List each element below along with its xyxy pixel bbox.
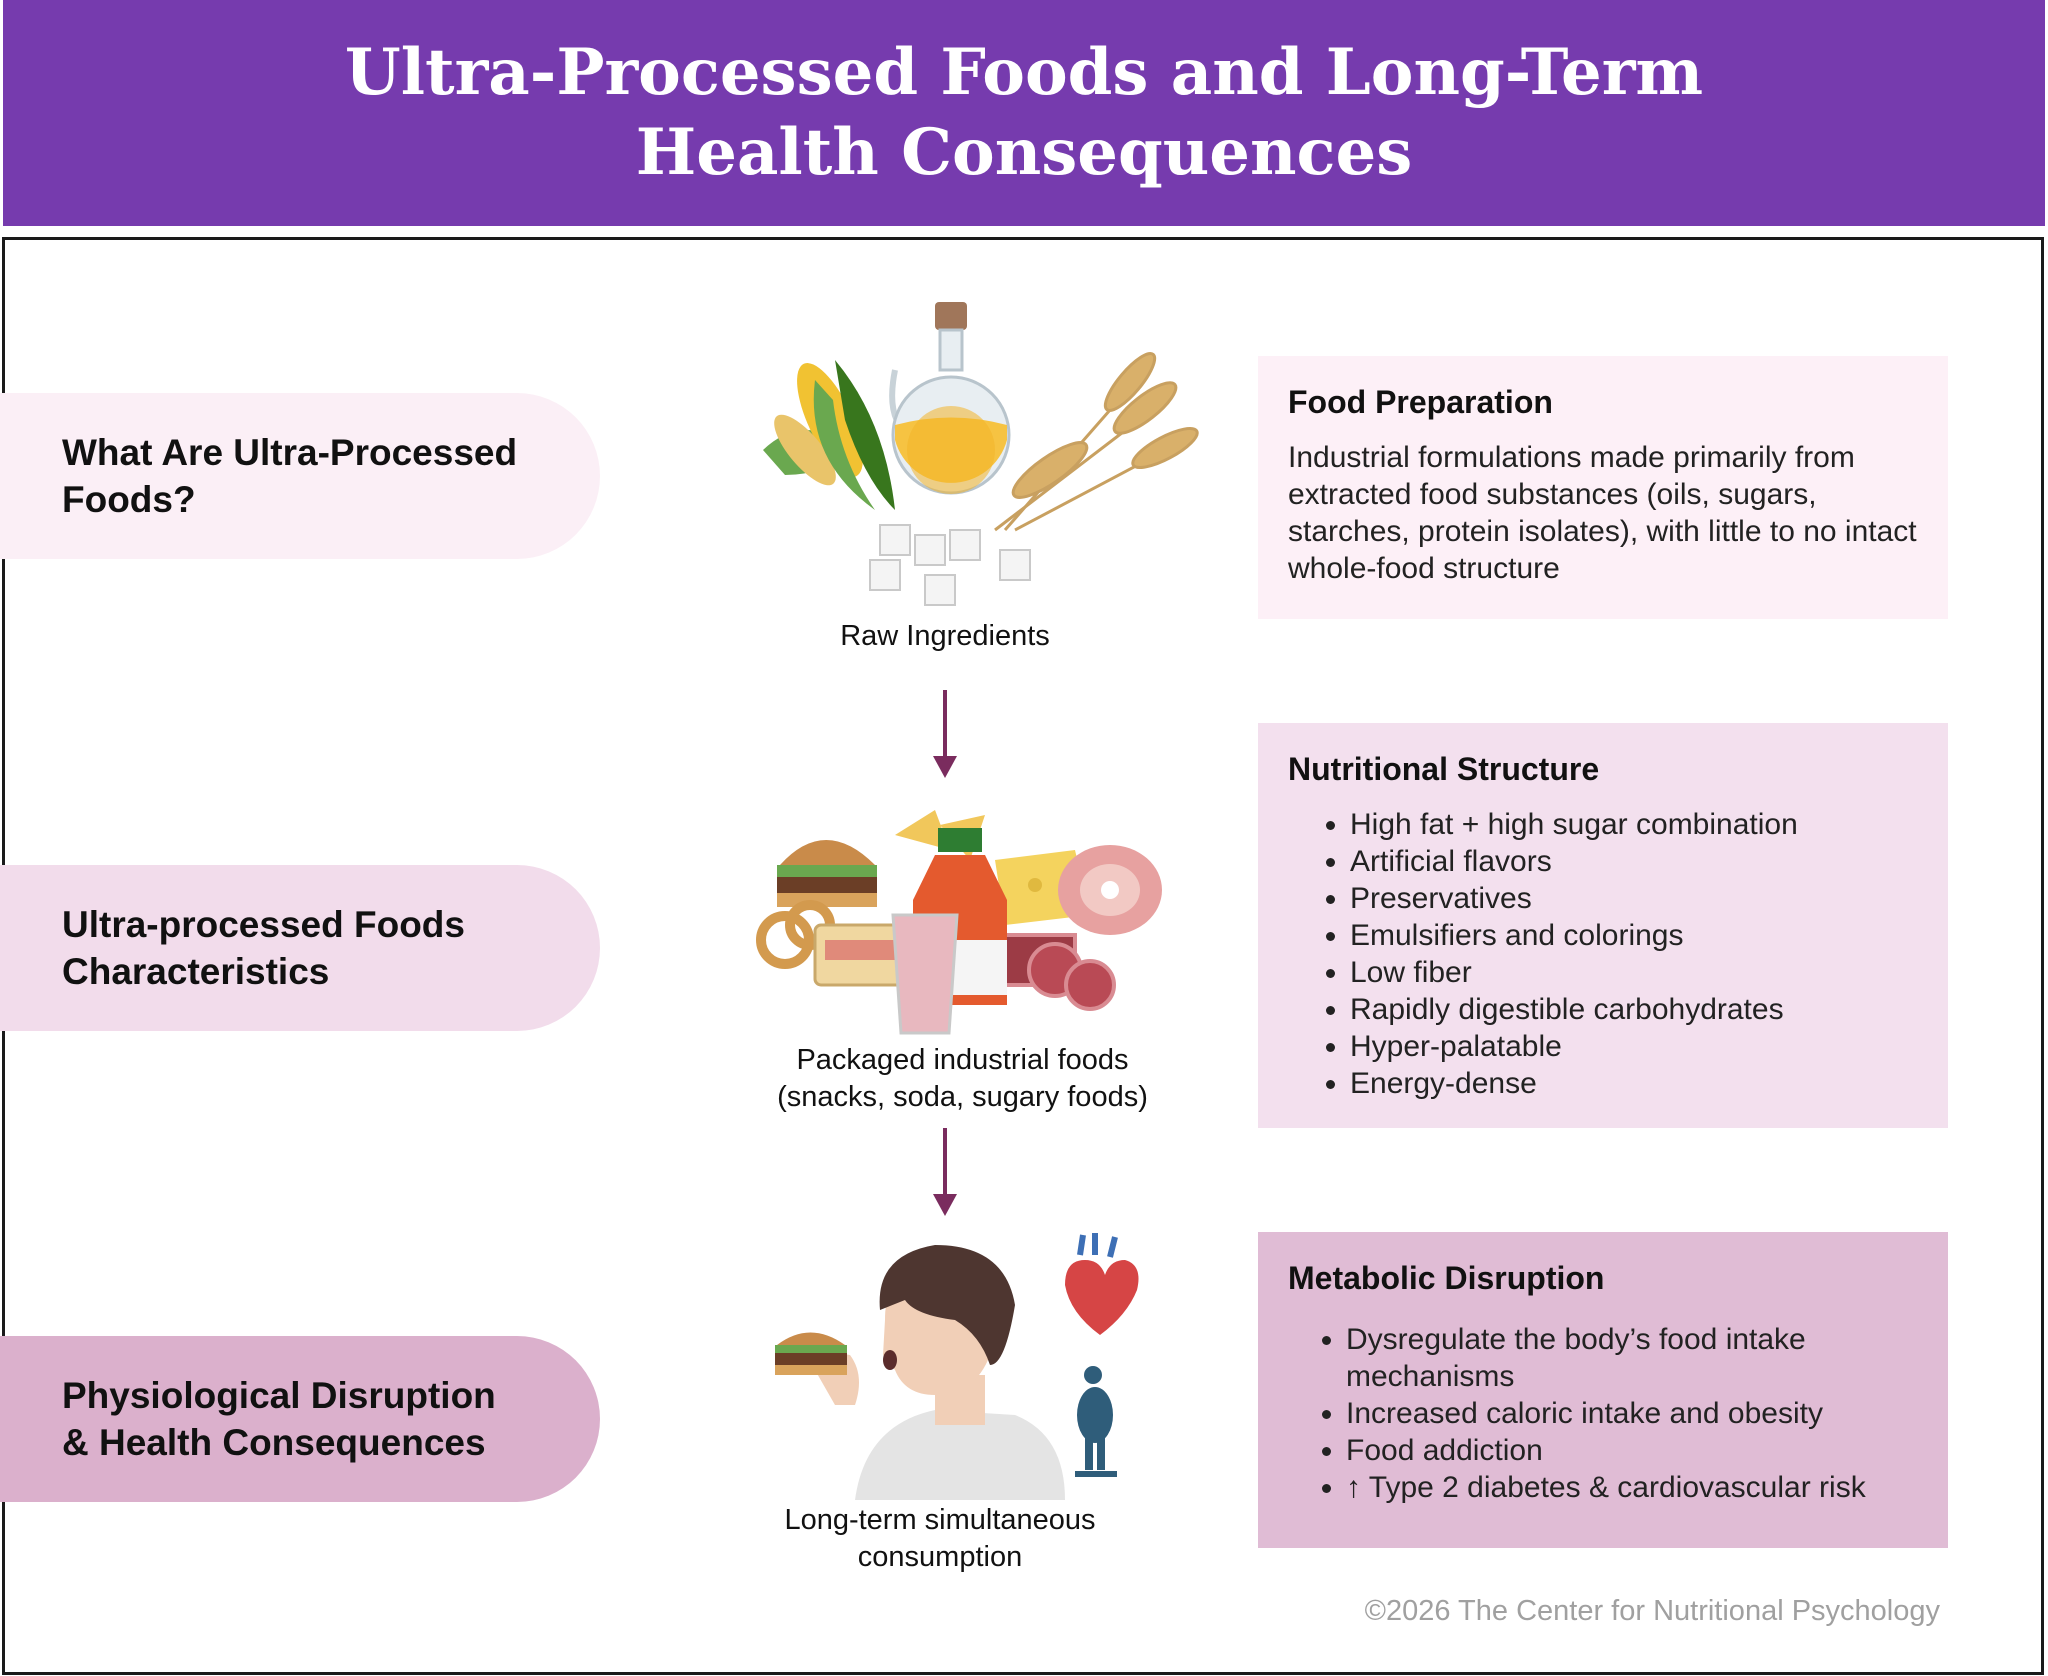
info-box-nutritional-structure: Nutritional Structure High fat + high su… — [1258, 723, 1948, 1128]
caption-line: consumption — [857, 1541, 1023, 1573]
heart-icon — [1065, 1233, 1139, 1335]
caption-line: Packaged industrial foods — [796, 1044, 1129, 1076]
ham-icon — [1058, 845, 1162, 935]
list-item: ↑ Type 2 diabetes & cardiovascular risk — [1346, 1469, 1918, 1506]
list-item: Rapidly digestible carbohydrates — [1350, 991, 1918, 1028]
salami-icon — [1003, 933, 1116, 1011]
pill-label: What Are Ultra-Processed Foods? — [62, 432, 518, 520]
copyright-notice: ©2026 The Center for Nutritional Psychol… — [1364, 1595, 1940, 1627]
box-text: Industrial formulations made primarily f… — [1288, 441, 1917, 585]
caption-line: (snacks, soda, sugary foods) — [777, 1081, 1148, 1113]
list-item: Preservatives — [1350, 880, 1918, 917]
box-title: Food Preparation — [1288, 384, 1553, 420]
list-item: Emulsifiers and colorings — [1350, 917, 1918, 954]
caption-packaged-foods: Packaged industrial foods (snacks, soda,… — [745, 1042, 1180, 1116]
caption-long-term-consumption: Long-term simultaneous consumption — [750, 1502, 1130, 1576]
info-box-food-preparation: Food Preparation Industrial formulations… — [1258, 356, 1948, 619]
burger-icon — [777, 840, 877, 907]
raw-ingredients-illustration — [763, 302, 1199, 606]
pill-label: Ultra-processed Foods Characteristics — [62, 904, 465, 992]
caption-line: Long-term simultaneous — [784, 1504, 1096, 1536]
section-pill-what-are-upf: What Are Ultra-Processed Foods? — [0, 393, 600, 559]
flow-arrow-2 — [933, 1128, 957, 1216]
pill-label: Physiological Disruption & Health Conseq… — [62, 1375, 496, 1463]
box-title: Metabolic Disruption — [1288, 1260, 1605, 1296]
sandwich-icon — [813, 923, 917, 987]
title-banner: Ultra-Processed Foods and Long-Term Heal… — [3, 0, 2045, 226]
page-title: Ultra-Processed Foods and Long-Term Heal… — [344, 35, 1704, 190]
obese-person-on-scale-icon — [1075, 1366, 1117, 1477]
info-box-metabolic-disruption: Metabolic Disruption Dysregulate the bod… — [1258, 1232, 1948, 1548]
packaged-foods-illustration — [756, 810, 1162, 1035]
list-item: High fat + high sugar combination — [1350, 806, 1918, 843]
person-eating-illustration — [775, 1233, 1139, 1500]
list-item: Dysregulate the body’s food intake mecha… — [1346, 1321, 1918, 1395]
list-item: Artificial flavors — [1350, 843, 1918, 880]
list-item: Energy-dense — [1350, 1065, 1918, 1102]
list-item: Increased caloric intake and obesity — [1346, 1395, 1918, 1432]
corn-icon — [763, 360, 895, 510]
box-title: Nutritional Structure — [1288, 751, 1600, 787]
smoothie-icon — [891, 913, 959, 1035]
section-pill-characteristics: Ultra-processed Foods Characteristics — [0, 865, 600, 1031]
person-eating-icon — [815, 1245, 1065, 1500]
list-item: Low fiber — [1350, 954, 1918, 991]
section-pill-physiological-disruption: Physiological Disruption & Health Conseq… — [0, 1336, 600, 1502]
bullet-list: Dysregulate the body’s food intake mecha… — [1288, 1321, 1918, 1506]
wheat-icon — [994, 352, 1199, 532]
list-item: Hyper-palatable — [1350, 1028, 1918, 1065]
caption-raw-ingredients: Raw Ingredients — [840, 620, 1050, 652]
oil-bottle-icon — [889, 302, 1011, 495]
bullet-list: High fat + high sugar combination Artifi… — [1288, 806, 1918, 1102]
flow-arrow-1 — [933, 690, 957, 778]
sugar-cubes-icon — [869, 524, 1031, 606]
burger-icon — [775, 1332, 847, 1375]
list-item: Food addiction — [1346, 1432, 1918, 1469]
